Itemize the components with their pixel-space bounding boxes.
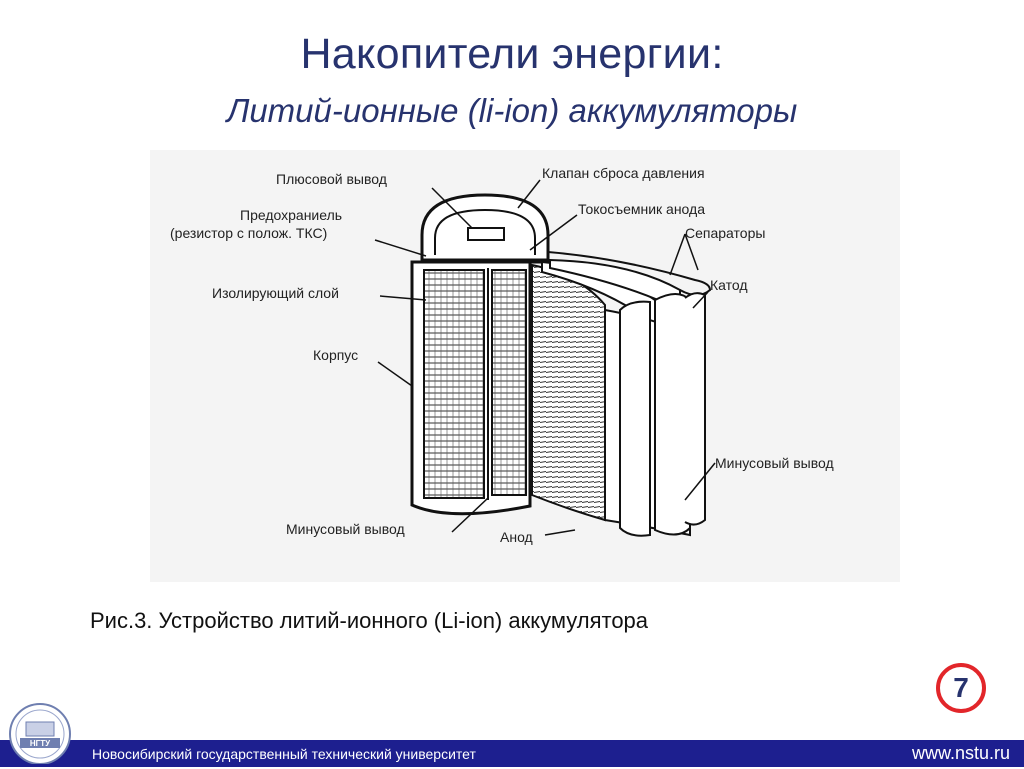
label-plus-terminal: Плюсовой вывод (276, 171, 387, 187)
electrode-stack-left (424, 270, 484, 498)
university-logo-icon: НГТУ (4, 700, 74, 764)
figure-caption: Рис.3. Устройство литий-ионного (Li-ion)… (90, 608, 648, 634)
label-minus-terminal-right: Минусовый вывод (715, 455, 834, 471)
electrode-stack-mid (492, 270, 526, 495)
footer-bar: Новосибирский государственный технически… (0, 740, 1024, 767)
label-housing: Корпус (313, 347, 358, 363)
separator-roll (620, 302, 650, 536)
footer-university: Новосибирский государственный технически… (92, 746, 476, 762)
footer-url[interactable]: www.nstu.ru (912, 743, 1010, 764)
label-fuse-line1: Предохраниель (240, 207, 342, 223)
label-pressure-valve: Клапан сброса давления (542, 165, 705, 181)
slide-number-badge: 7 (936, 663, 986, 713)
label-insulating-layer: Изолирующий слой (212, 285, 339, 301)
label-cathode: Катод (710, 277, 748, 293)
label-fuse-line2: (резистор с полож. ТКС) (170, 225, 327, 241)
cathode-roll (655, 294, 690, 535)
label-anode-collector: Токосъемник анода (578, 201, 705, 217)
slide-subtitle: Литий-ионные (li-ion) аккумуляторы (0, 92, 1024, 130)
battery-diagram: Плюсовой вывод Предохраниель (резистор с… (150, 150, 900, 582)
anode-sheet (532, 265, 605, 520)
label-separators: Сепараторы (685, 225, 765, 241)
label-anode: Анод (500, 529, 533, 545)
slide-title: Накопители энергии: (0, 30, 1024, 79)
logo-text: НГТУ (30, 739, 51, 748)
label-minus-terminal-bottom: Минусовый вывод (286, 521, 405, 537)
